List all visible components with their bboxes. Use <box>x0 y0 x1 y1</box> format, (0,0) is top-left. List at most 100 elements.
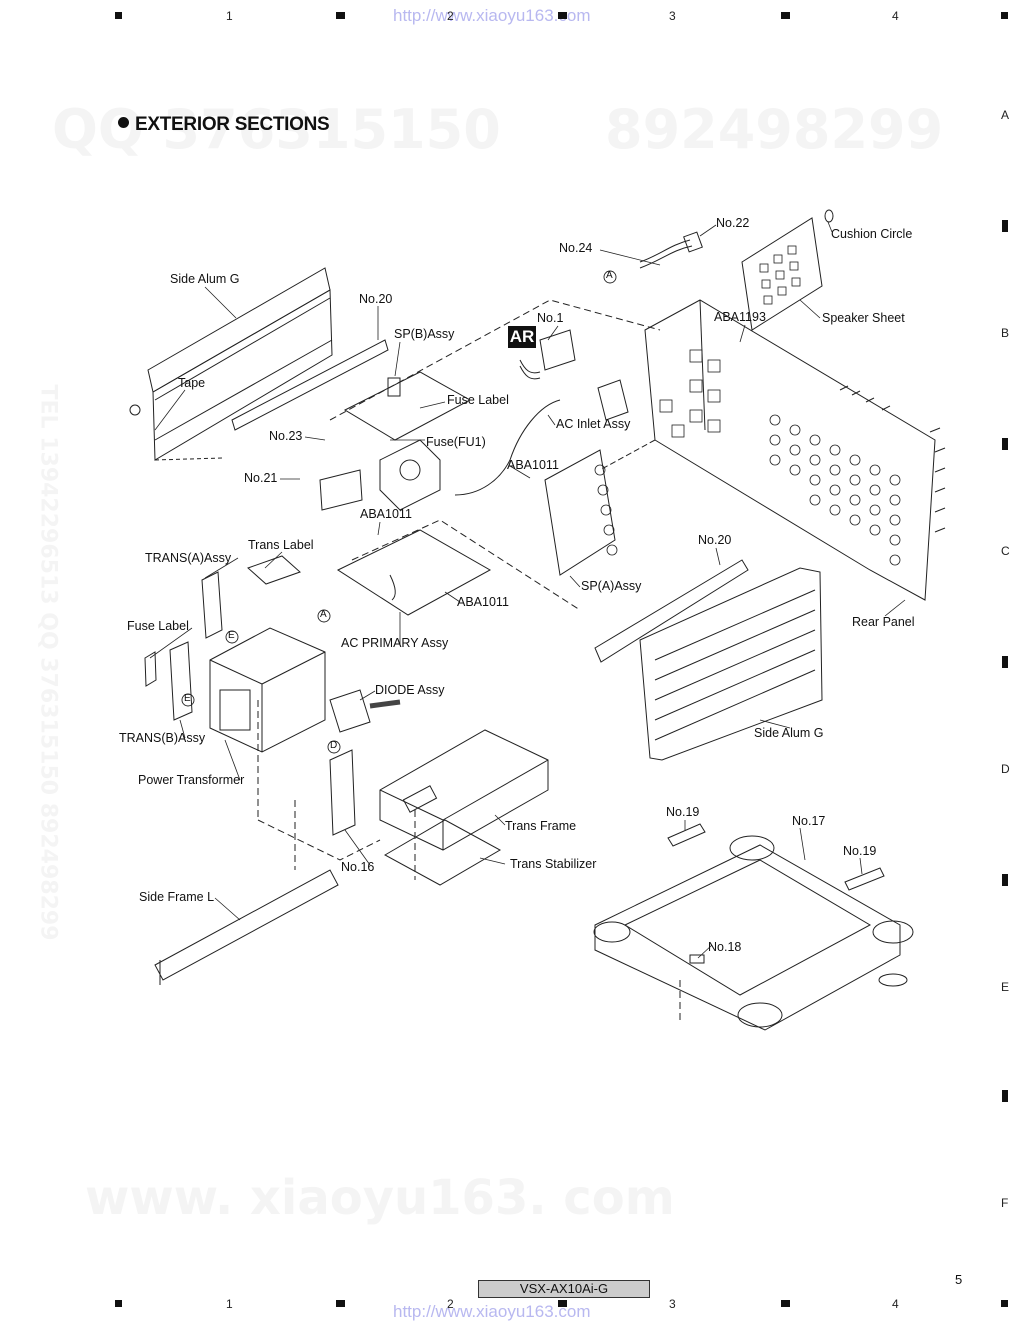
row-marker <box>1002 874 1008 886</box>
col-number-3: 3 <box>669 9 676 23</box>
model-number: VSX-AX10Ai-G <box>478 1280 650 1298</box>
label-side-alum-g-top: Side Alum G <box>170 272 240 286</box>
trans-frame-part <box>379 729 549 851</box>
cable-no22-part <box>639 231 703 269</box>
no16-bracket-part <box>329 749 356 836</box>
label-side-frame-l: Side Frame L <box>139 890 215 904</box>
watermark-site: www. xiaoyu163. com <box>85 1170 675 1226</box>
label-fuse-label-left: Fuse Label <box>127 619 189 633</box>
label-trans-stabilizer: Trans Stabilizer <box>510 857 597 871</box>
side-alum-g-bottom-part <box>639 567 823 761</box>
top-marker <box>1001 12 1008 19</box>
speaker-sheet-part <box>741 209 834 331</box>
callout-circles <box>181 270 617 754</box>
bottom-marker <box>336 1300 345 1307</box>
side-frame-l-part <box>154 869 339 985</box>
ac-inlet-part <box>454 379 629 496</box>
footer-url-watermark: http://www.xiaoyu163.com <box>393 1302 591 1321</box>
col-number-1: 1 <box>226 9 233 23</box>
trans-stabilizer-part <box>383 819 502 886</box>
bottom-marker <box>781 1300 790 1307</box>
leader-lines <box>149 221 906 959</box>
label-fuse-fu1: Fuse(FU1) <box>426 435 486 449</box>
col-number-3-bottom: 3 <box>669 1297 676 1311</box>
label-trans-a-assy: TRANS(A)Assy <box>145 551 232 565</box>
row-letter-d: D <box>1001 762 1010 776</box>
side-alum-g-top-part <box>129 267 333 461</box>
row-letter-f: F <box>1001 1196 1009 1210</box>
row-marker <box>1002 220 1008 232</box>
top-marker <box>336 12 345 19</box>
label-no21: No.21 <box>244 471 278 485</box>
ac-primary-assy-part <box>336 529 492 616</box>
label-no18: No.18 <box>708 940 742 954</box>
trans-label-part <box>247 555 301 585</box>
label-no20-top: No.20 <box>359 292 393 306</box>
no19-pad-a <box>667 823 706 847</box>
assembly-guides <box>257 299 681 1020</box>
label-sp-b-assy: SP(B)Assy <box>394 327 455 341</box>
fuse-label-left-part <box>144 651 157 687</box>
col-number-4-bottom: 4 <box>892 1297 899 1311</box>
label-no1: No.1 <box>537 311 564 325</box>
section-title-text: EXTERIOR SECTIONS <box>135 114 330 135</box>
label-no16: No.16 <box>341 860 375 874</box>
bottom-chassis-no17-part <box>593 835 914 1031</box>
top-marker <box>781 12 790 19</box>
power-transformer-part <box>209 627 326 753</box>
label-aba1011-a: ABA1011 <box>507 458 559 472</box>
sp-a-assy-part <box>544 449 618 576</box>
label-trans-frame: Trans Frame <box>505 819 577 833</box>
callout-e-top: E <box>228 630 235 641</box>
col-number-2-bottom: 2 <box>447 1297 454 1311</box>
no19-pad-b <box>844 867 885 891</box>
label-no19-b: No.19 <box>843 844 877 858</box>
col-number-2: 2 <box>447 9 454 23</box>
top-marker <box>558 12 567 19</box>
section-title: EXTERIOR SECTIONS <box>118 114 330 136</box>
label-no24: No.24 <box>559 241 593 255</box>
ar-mark: AR <box>508 326 536 348</box>
label-side-alum-g-bottom: Side Alum G <box>754 726 824 740</box>
no18-pad <box>689 954 705 964</box>
trans-a-assy-board <box>201 571 223 639</box>
label-no20-mid: No.20 <box>698 533 732 547</box>
row-marker <box>1002 1090 1008 1102</box>
diode-assy-part <box>329 689 401 733</box>
label-ac-primary-assy: AC PRIMARY Assy <box>341 636 449 650</box>
row-marker <box>1002 656 1008 668</box>
bottom-marker <box>1001 1300 1008 1307</box>
watermark-qq: QQ 376315150 <box>52 98 501 161</box>
trans-b-assy-board <box>169 641 193 721</box>
rear-panel-part <box>599 299 936 601</box>
row-letter-a: A <box>1001 108 1010 122</box>
label-aba1011-b: ABA1011 <box>360 507 412 521</box>
callout-a-mid: A <box>320 609 327 620</box>
fuse-holder-part <box>319 439 441 511</box>
label-trans-label: Trans Label <box>248 538 314 552</box>
bottom-marker <box>558 1300 567 1307</box>
label-aba1193: ABA1193 <box>714 310 766 324</box>
bottom-marker <box>115 1300 122 1307</box>
callout-d: D <box>330 740 338 751</box>
label-no17: No.17 <box>792 814 826 828</box>
row-letter-e: E <box>1001 980 1010 994</box>
label-rear-panel: Rear Panel <box>852 615 915 629</box>
col-number-4: 4 <box>892 9 899 23</box>
col-number-1-bottom: 1 <box>226 1297 233 1311</box>
no20-top-strip <box>231 339 389 431</box>
row-letter-c: C <box>1001 544 1010 558</box>
top-marker <box>115 12 122 19</box>
connector-no1-part <box>519 329 576 380</box>
label-no19-a: No.19 <box>666 805 700 819</box>
label-ac-inlet-assy: AC Inlet Assy <box>556 417 631 431</box>
screws-right <box>839 385 946 533</box>
label-trans-b-assy: TRANS(B)Assy <box>119 731 206 745</box>
callout-a-top: A <box>606 270 613 281</box>
label-power-transformer: Power Transformer <box>138 773 245 787</box>
no20-mid-strip <box>594 559 749 663</box>
sp-b-assy-part <box>343 371 472 441</box>
header-url-watermark: http://www.xiaoyu163.com <box>393 6 591 25</box>
page-number: 5 <box>955 1272 963 1287</box>
